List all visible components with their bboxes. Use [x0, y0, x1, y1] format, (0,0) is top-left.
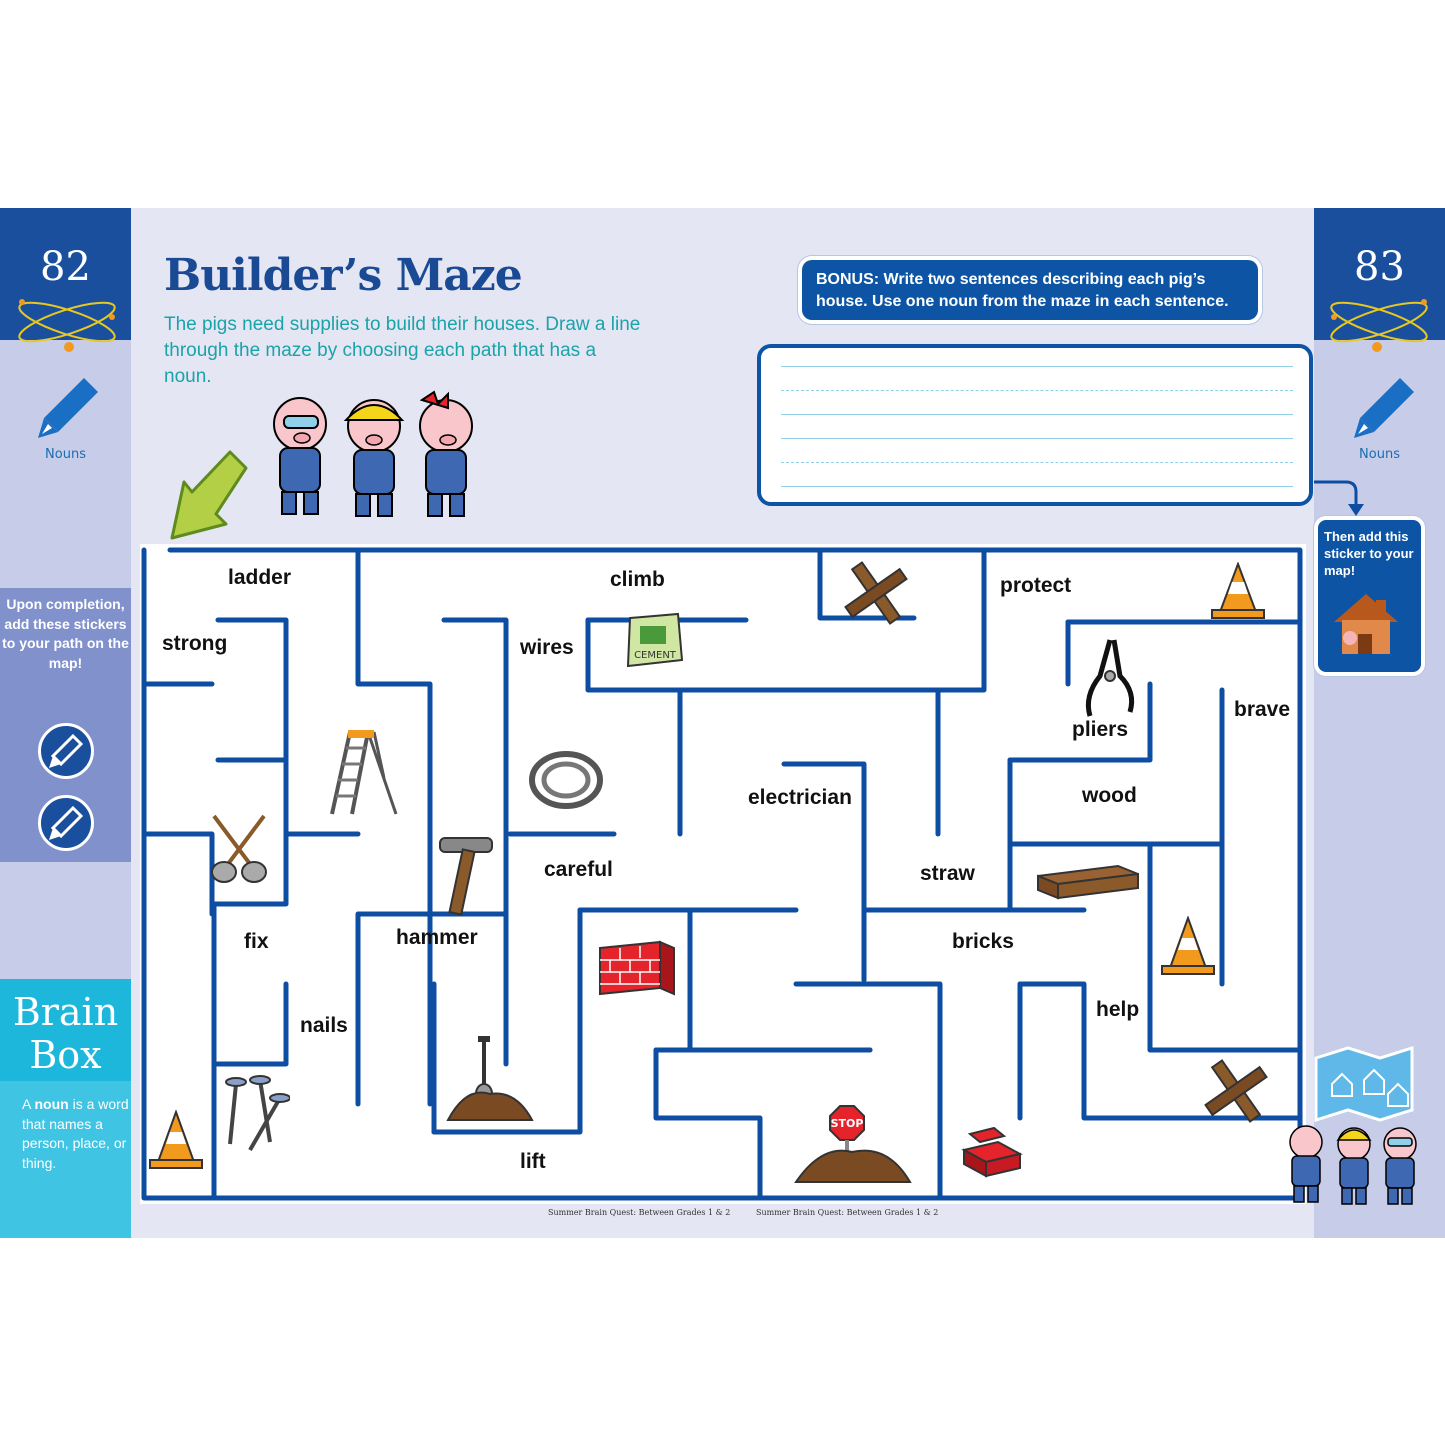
crossed-planks-icon — [844, 561, 908, 625]
bonus-line-2: house. Use one noun from the maze in eac… — [816, 293, 1229, 310]
nails-icon — [225, 1075, 290, 1151]
page-title: Builder’s Maze — [164, 250, 523, 301]
writing-line — [781, 462, 1293, 463]
shovels-icon — [211, 814, 267, 883]
shovel-dirt-icon — [446, 1036, 534, 1121]
wood-planks-icon — [1037, 864, 1139, 900]
footer-right: Summer Brain Quest: Between Grades 1 & 2 — [756, 1208, 939, 1217]
topic-label-left: Nouns — [45, 447, 86, 462]
sticker-spot-2[interactable] — [38, 795, 94, 851]
maze-word-lift[interactable]: lift — [520, 1150, 546, 1173]
maze-word-ladder[interactable]: ladder — [228, 566, 292, 589]
maze-word-brave[interactable]: brave — [1234, 698, 1291, 721]
traffic-cone-icon — [1211, 562, 1265, 619]
wire-coil-icon — [529, 751, 603, 809]
brick-wall-icon — [599, 940, 675, 996]
maze-word-hammer[interactable]: hammer — [396, 926, 478, 949]
left-page-header — [0, 208, 131, 340]
pliers-icon — [1085, 639, 1135, 717]
pencil-icon — [49, 733, 84, 768]
bonus-box: BONUS: Write two sentences describing ea… — [802, 260, 1258, 320]
definition-term: noun — [34, 1096, 69, 1112]
brain-box-word-2: Box — [29, 1033, 102, 1077]
maze-word-wood[interactable]: wood — [1082, 784, 1137, 807]
sticker-note-text: Then add this sticker to your map! — [1324, 529, 1414, 578]
workbook-spread: 82 Nouns Upon completion, add these stic… — [0, 208, 1445, 1238]
topic-label-right: Nouns — [1359, 447, 1400, 462]
brain-box-word-1: Brain — [12, 990, 119, 1034]
three-pigs-illustration — [273, 390, 473, 517]
instructions: The pigs need supplies to build their ho… — [164, 314, 641, 387]
pigs-group-icon — [1289, 1125, 1417, 1205]
maze-word-straw[interactable]: straw — [920, 862, 975, 885]
maze-word-fix[interactable]: fix — [244, 930, 269, 953]
pencil-icon — [49, 805, 84, 840]
maze-word-climb[interactable]: climb — [610, 568, 665, 591]
bonus-line-1: BONUS: Write two sentences describing ea… — [816, 271, 1206, 288]
maze-word-protect[interactable]: protect — [1000, 574, 1072, 597]
start-arrow-icon — [170, 450, 248, 540]
traffic-cone-icon — [149, 1110, 203, 1169]
page-number-right: 83 — [1354, 244, 1405, 290]
writing-line — [781, 414, 1293, 415]
brain-box-title: Brain Box — [0, 979, 131, 1081]
hammer-icon — [439, 837, 493, 916]
stop-label: STOP — [831, 1117, 864, 1130]
footer-left: Summer Brain Quest: Between Grades 1 & 2 — [548, 1208, 731, 1217]
house-sticker-icon — [1334, 594, 1398, 654]
bricks-icon — [961, 1126, 1023, 1178]
ladder-icon — [330, 730, 398, 815]
maze-word-electrician[interactable]: electrician — [748, 786, 852, 809]
writing-line — [781, 390, 1293, 391]
atom-icon — [1330, 299, 1428, 352]
maze-word-nails[interactable]: nails — [300, 1014, 348, 1037]
maze-word-strong[interactable]: strong — [162, 632, 228, 655]
writing-line — [781, 486, 1293, 487]
atom-icon — [18, 299, 116, 352]
pencil-icon — [1354, 378, 1414, 438]
map-icon — [1314, 1045, 1414, 1123]
page-number-left: 82 — [40, 244, 91, 290]
stop-sign-dirt-icon: STOP — [794, 1105, 912, 1183]
maze-word-bricks[interactable]: bricks — [952, 930, 1014, 953]
maze[interactable]: CEMENT — [140, 544, 1306, 1204]
sticker-spot-1[interactable] — [38, 723, 94, 779]
pencil-icon — [38, 378, 98, 438]
writing-line — [781, 438, 1293, 439]
crossed-planks-icon — [1204, 1059, 1268, 1123]
maze-word-help[interactable]: help — [1096, 998, 1140, 1021]
writing-line — [781, 366, 1293, 367]
maze-word-pliers[interactable]: pliers — [1072, 718, 1129, 741]
definition-prefix: A — [22, 1096, 31, 1112]
cement-bag-icon: CEMENT — [626, 612, 684, 668]
brain-box-definition: A noun is a word that names a person, pl… — [0, 1081, 131, 1238]
maze-word-careful[interactable]: careful — [544, 858, 613, 881]
definition-text: is a word that names a person, place, or… — [22, 1096, 129, 1171]
curved-arrow-icon — [1314, 480, 1364, 516]
traffic-cone-icon — [1161, 916, 1215, 975]
writing-area[interactable] — [757, 344, 1313, 506]
sticker-note: Then add this sticker to your map! — [1318, 520, 1421, 672]
maze-word-wires[interactable]: wires — [520, 636, 574, 659]
cement-label: CEMENT — [634, 650, 677, 661]
